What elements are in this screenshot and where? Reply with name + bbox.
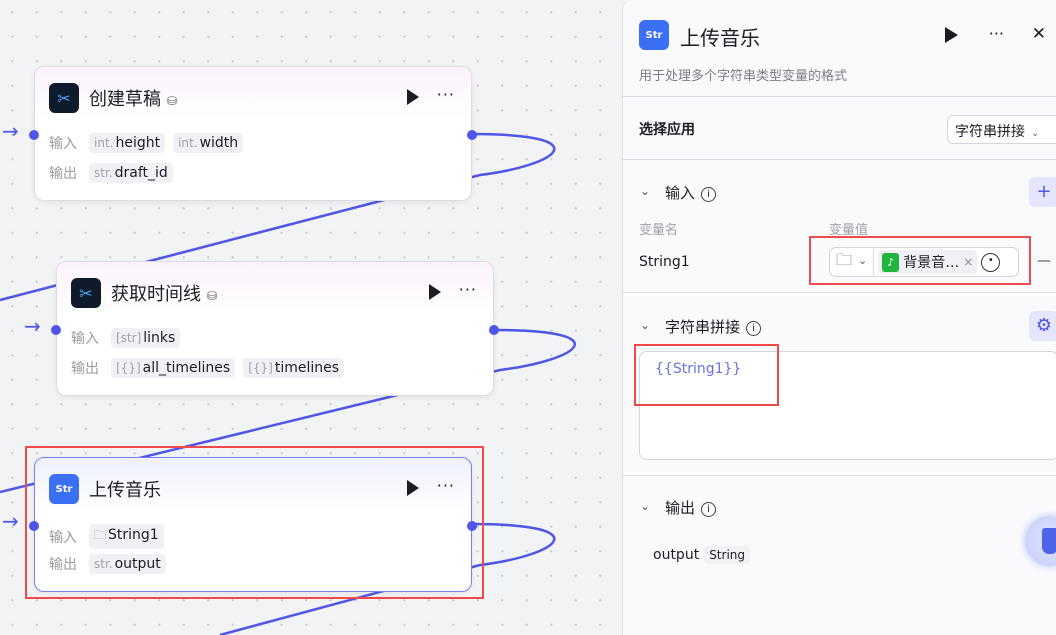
info-icon: i xyxy=(746,321,762,336)
node-upload-music[interactable]: Str 上传音乐 ··· 输入 🗀String1 输出 str.output xyxy=(29,457,477,592)
highlight-box xyxy=(25,446,484,599)
node-config-panel: Str 上传音乐 ··· ✕ 用于处理多个字符串类型变量的格式 选择应用 字符串… xyxy=(622,0,1056,635)
input-handle[interactable] xyxy=(29,130,39,140)
input-section-title: 输入 xyxy=(665,184,696,202)
col-variable-value: 变量值 xyxy=(829,223,869,238)
highlight-box xyxy=(634,344,779,406)
plugin-icon: ⛁ xyxy=(207,289,218,303)
inputs-label: 输入 xyxy=(49,529,77,546)
input-handle[interactable] xyxy=(51,325,61,335)
info-icon: i xyxy=(701,187,717,202)
input-param: int.width xyxy=(173,133,244,153)
usb-drive-icon xyxy=(1042,528,1056,554)
run-button[interactable] xyxy=(945,27,958,43)
variable-reference-chip[interactable]: ♪ 背景音… × xyxy=(878,250,978,274)
node-title: 获取时间线 xyxy=(111,284,201,305)
chevron-down-icon: ⌄ xyxy=(1031,128,1040,139)
output-handle[interactable] xyxy=(467,130,477,140)
more-button[interactable]: ··· xyxy=(436,85,455,104)
capcut-icon: ✂ xyxy=(49,83,79,113)
output-param: [{}]timelines xyxy=(243,358,345,378)
close-button[interactable]: ✕ xyxy=(1031,24,1046,44)
input-param: [str]links xyxy=(111,328,181,348)
edge-arrow-icon: → xyxy=(24,314,41,338)
edge-arrow-icon: → xyxy=(2,509,19,533)
more-button[interactable]: ··· xyxy=(988,24,1004,43)
output-param: str.output xyxy=(89,554,166,574)
select-app-label: 选择应用 xyxy=(639,122,695,138)
folder-icon[interactable]: 🗀 xyxy=(836,249,853,269)
reference-target-icon[interactable]: • xyxy=(981,252,1001,272)
select-app-dropdown[interactable]: 字符串拼接 ⌄ xyxy=(947,115,1056,144)
output-handle[interactable] xyxy=(467,521,477,531)
settings-gear-button[interactable]: ⚙ xyxy=(1029,311,1056,341)
panel-title: 上传音乐 xyxy=(680,26,760,50)
collapse-chevron-icon[interactable]: ⌄ xyxy=(640,184,651,198)
col-variable-name: 变量名 xyxy=(639,223,679,238)
node-get-timeline[interactable]: ✂ 获取时间线 ⛁ ··· 输入 [str]links 输出 [{}]all_ti… xyxy=(51,261,499,396)
input-param: 🗀String1 xyxy=(89,524,164,549)
remove-variable-button[interactable]: — xyxy=(1037,253,1051,269)
template-text: {{String1}} xyxy=(655,361,742,377)
output-handle[interactable] xyxy=(489,325,499,335)
outputs-label: 输出 xyxy=(71,361,99,377)
collapse-chevron-icon[interactable]: ⌄ xyxy=(640,318,651,332)
edge-arrow-icon: → xyxy=(2,119,19,143)
panel-description: 用于处理多个字符串类型变量的格式 xyxy=(639,69,848,84)
select-app-value: 字符串拼接 xyxy=(955,124,1025,140)
plugin-icon: ⛁ xyxy=(167,94,178,108)
string-plugin-icon: Str xyxy=(639,20,669,50)
highlight-box xyxy=(809,236,1031,285)
more-button[interactable]: ··· xyxy=(458,280,477,299)
inputs-label: 输入 xyxy=(71,331,99,347)
folder-icon: 🗀 xyxy=(94,528,107,542)
capcut-icon: ✂ xyxy=(71,278,101,308)
run-button[interactable] xyxy=(407,480,419,496)
outputs-label: 输出 xyxy=(49,557,77,573)
input-handle[interactable] xyxy=(29,521,39,531)
concat-section-title: 字符串拼接 xyxy=(665,318,741,336)
node-create-draft[interactable]: ✂ 创建草稿 ⛁ ··· 输入 int.height int.width 输出 s… xyxy=(29,66,477,201)
outputs-label: 输出 xyxy=(49,166,77,182)
output-name: output xyxy=(653,547,700,563)
node-title: 创建草稿 xyxy=(89,89,161,110)
run-button[interactable] xyxy=(429,284,441,300)
node-title: 上传音乐 xyxy=(89,480,161,501)
more-button[interactable]: ··· xyxy=(436,476,455,495)
assistant-float-button[interactable] xyxy=(1025,516,1056,566)
output-type-badge: String xyxy=(704,546,750,564)
run-button[interactable] xyxy=(407,89,419,105)
output-param: [{}]all_timelines xyxy=(111,358,236,378)
variable-name: String1 xyxy=(639,254,690,270)
remove-reference-icon[interactable]: × xyxy=(963,255,974,269)
chevron-down-icon[interactable]: ⌄ xyxy=(858,248,875,276)
music-file-icon: ♪ xyxy=(882,252,900,272)
output-param: str.draft_id xyxy=(89,163,173,183)
add-variable-button[interactable]: + xyxy=(1029,177,1056,207)
output-section-title: 输出 xyxy=(665,499,696,517)
string-plugin-icon: Str xyxy=(49,474,79,504)
variable-value-field[interactable]: 🗀 ⌄ ♪ 背景音… × • xyxy=(829,247,1019,277)
inputs-label: 输入 xyxy=(49,136,77,152)
input-param: int.height xyxy=(89,133,166,153)
collapse-chevron-icon[interactable]: ⌄ xyxy=(640,499,651,513)
info-icon: i xyxy=(701,502,717,517)
